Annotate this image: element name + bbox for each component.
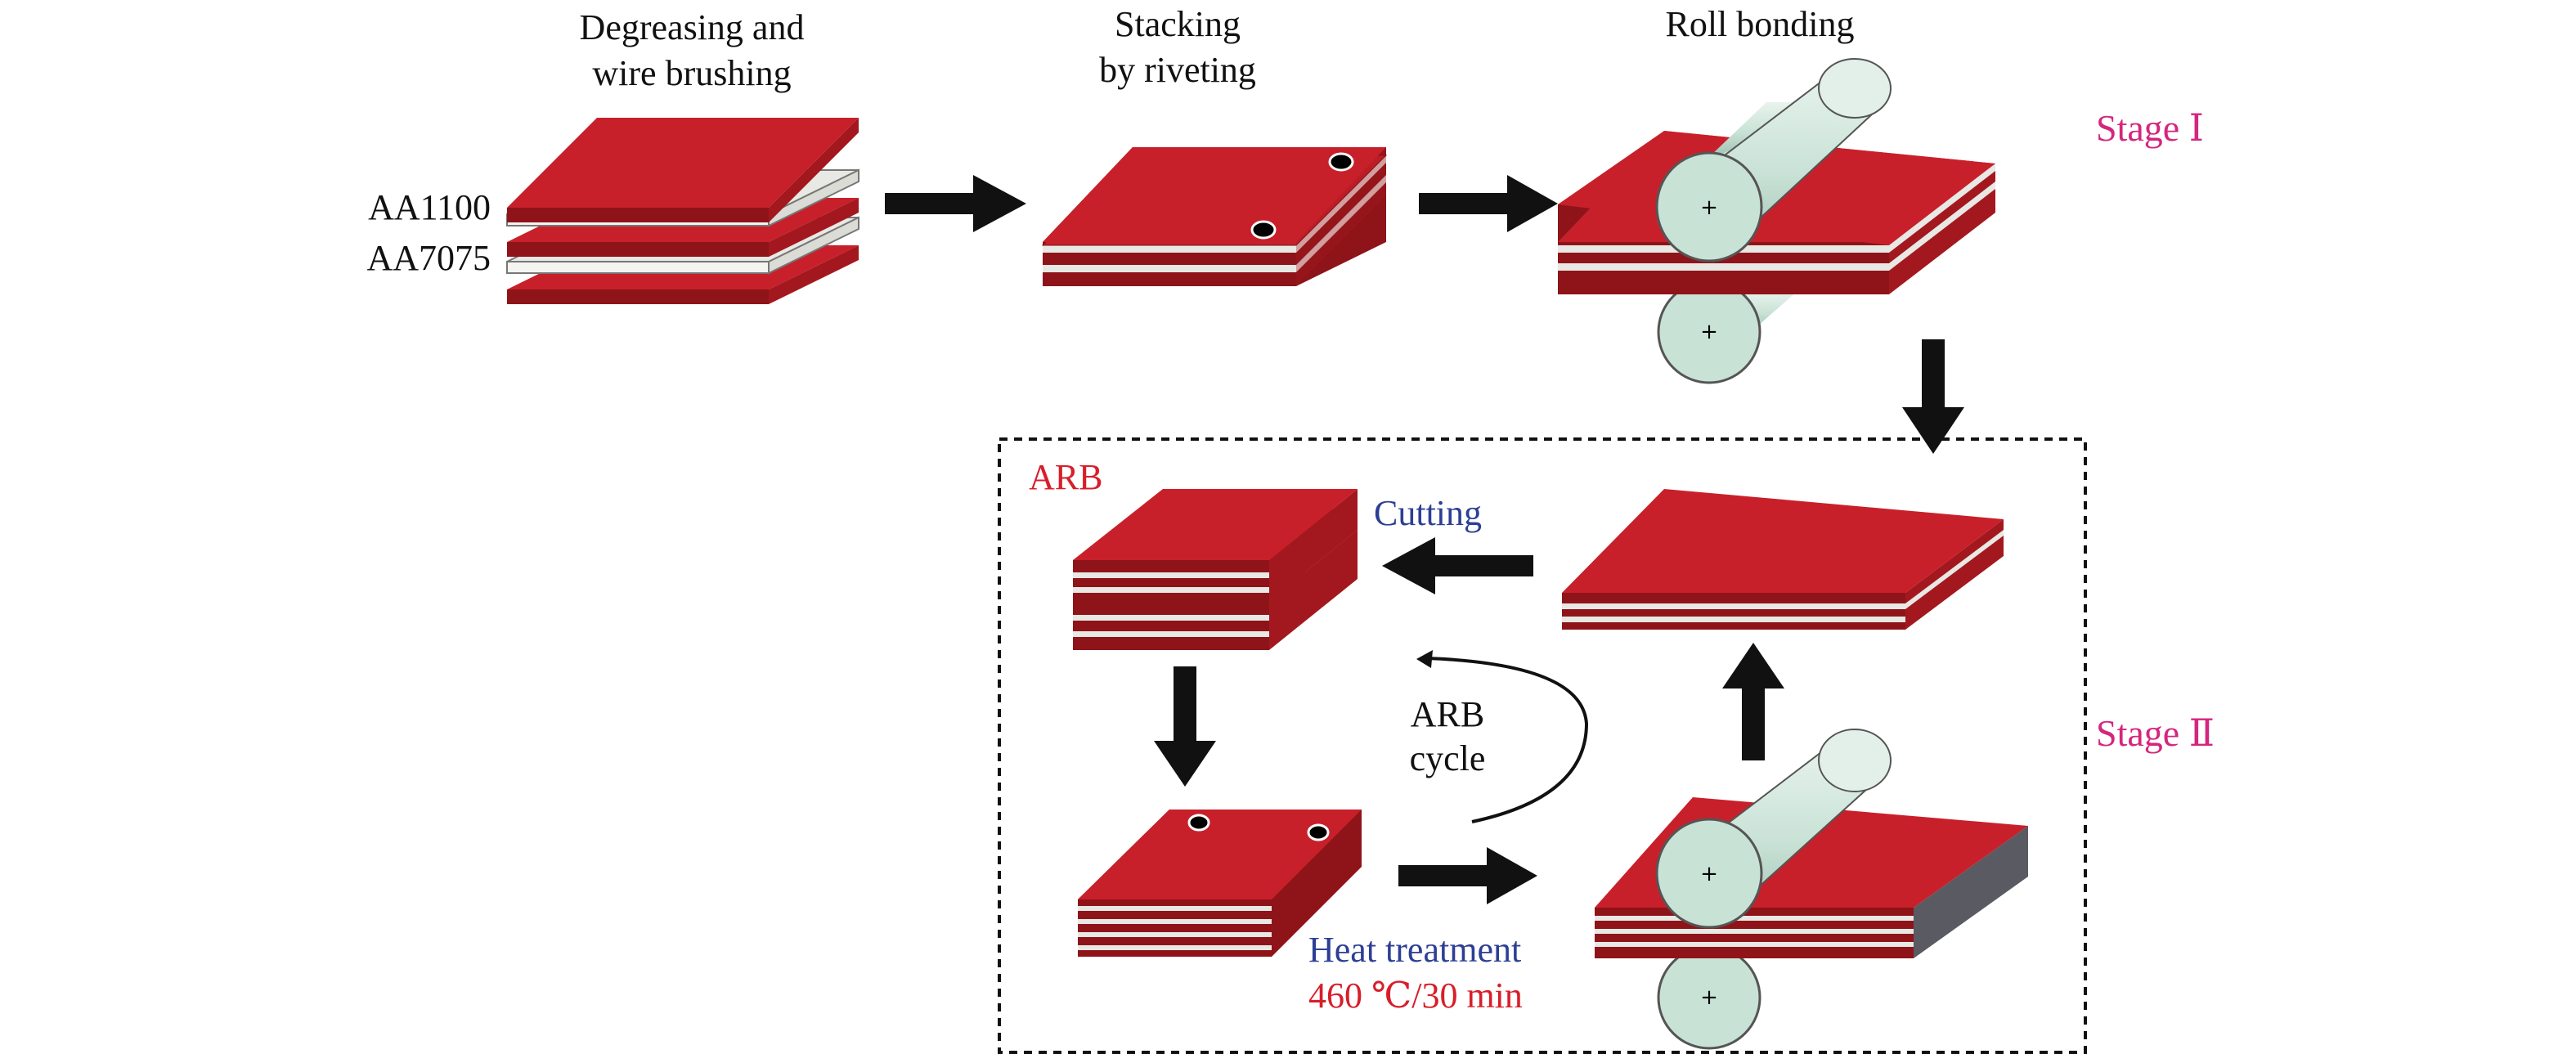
cutting-label: Cutting (1374, 493, 1482, 533)
rivet-dot (1328, 152, 1354, 172)
sheet-stack-riveted (1041, 147, 1388, 286)
arrow-down-stack (1154, 666, 1216, 787)
step-degreasing-label-1: Degreasing and (580, 7, 805, 47)
material-aa1100-label: AA1100 (368, 187, 491, 227)
svg-text:+: + (1700, 195, 1718, 220)
svg-text:+: + (1700, 985, 1718, 1010)
svg-text:+: + (1700, 320, 1718, 344)
rivet-dot (1250, 220, 1277, 240)
arrow-up-return (1722, 643, 1784, 760)
rivet-dot (1187, 814, 1210, 832)
sheet-stack-restacked (1078, 810, 1362, 957)
sheet-stack-degreased (506, 118, 859, 304)
cut-sheet-pair (1073, 489, 1358, 650)
arrow-left-cutting (1382, 537, 1533, 594)
material-aa7075-label: AA7075 (366, 238, 491, 278)
roll-bonding-setup: + + (1558, 58, 1995, 384)
arrow-right-1 (885, 175, 1026, 232)
stage-2-label: Stage Ⅱ (2096, 712, 2215, 754)
stage-1-label: Stage Ⅰ (2096, 107, 2204, 149)
arrow-right-2 (1419, 175, 1558, 232)
heat-treatment-label: Heat treatment (1308, 930, 1521, 970)
step-stacking-label-1: Stacking (1115, 4, 1241, 44)
rivet-dot (1307, 823, 1330, 841)
arrow-down-to-stage2 (1902, 339, 1964, 454)
arrow-right-heat (1398, 847, 1537, 904)
arb-label: ARB (1029, 457, 1102, 497)
top-roller-cycle: + (1655, 729, 1892, 930)
step-roll-bonding-label: Roll bonding (1665, 4, 1854, 44)
roll-bonding-cycle: + + (1595, 729, 2028, 1050)
step-stacking-label-2: by riveting (1099, 50, 1256, 90)
arb-cycle-label-1: ARB (1411, 694, 1484, 734)
arb-cycle-arrowhead (1416, 650, 1433, 668)
bonded-sheet (1562, 489, 2004, 630)
heat-condition-label: 460 ℃/30 min (1308, 976, 1523, 1016)
svg-text:+: + (1700, 862, 1718, 886)
arb-cycle-label-2: cycle (1410, 738, 1486, 778)
arb-cycle-arrow (1426, 657, 1589, 823)
stage2-frame (998, 437, 2087, 1054)
top-roller: + (1655, 58, 1892, 263)
step-degreasing-label-2: wire brushing (592, 53, 791, 93)
